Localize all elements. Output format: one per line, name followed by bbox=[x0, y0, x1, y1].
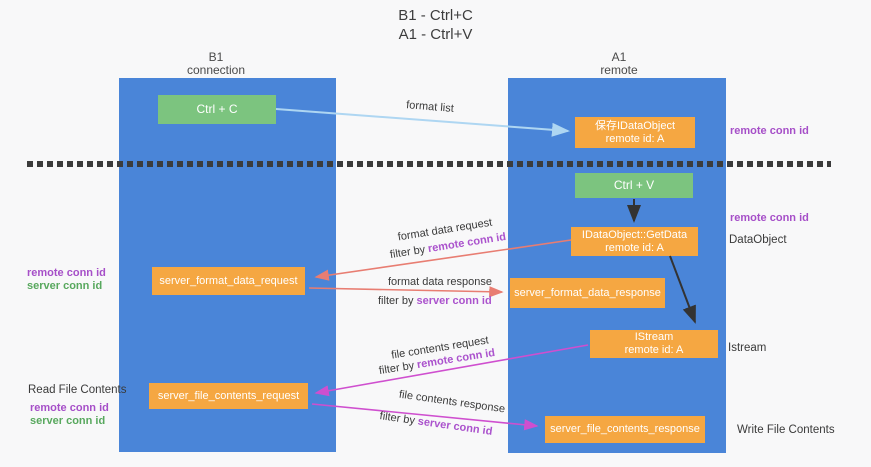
ctrl-v-label: Ctrl + V bbox=[613, 178, 655, 192]
lane-a1-role: remote bbox=[600, 63, 638, 77]
server-conn-id-key: server conn id bbox=[416, 295, 492, 307]
node-server-format-data-request: server_format_data_request bbox=[152, 267, 305, 295]
server-file-contents-response-label: server_file_contents_response bbox=[550, 423, 700, 435]
server-conn-id-key: server conn id bbox=[416, 415, 494, 438]
server-format-data-request-label: server_format_data_request bbox=[159, 274, 298, 287]
annotation-read-file-contents: Read File Contents bbox=[28, 384, 127, 396]
flow-format-data-response: format data response bbox=[388, 276, 492, 288]
lane-a1-name: A1 bbox=[611, 50, 627, 64]
node-save-idataobject: 保存IDataObject remote id: A bbox=[575, 117, 695, 148]
flow-file-contents-response-filter: filter byserver conn id bbox=[372, 409, 500, 439]
annotation-dataobject: DataObject bbox=[729, 234, 787, 246]
istream-line1: IStream bbox=[634, 331, 674, 343]
lane-b1-role: connection bbox=[186, 63, 246, 77]
node-ctrl-c: Ctrl + C bbox=[158, 95, 276, 124]
flow-file-contents-response: file contents response bbox=[398, 388, 506, 416]
annotation-remote-conn-id-top: remote conn id bbox=[730, 125, 809, 137]
getdata-line1: IDataObject::GetData bbox=[581, 228, 688, 241]
annotation-left-remote-conn-id-file: remote conn id bbox=[30, 402, 109, 414]
filter-by-text: filter by bbox=[389, 243, 427, 262]
arrow-format-data-response bbox=[308, 286, 504, 298]
server-file-contents-request-label: server_file_contents_request bbox=[157, 389, 300, 402]
istream-line2: remote id: A bbox=[624, 344, 684, 356]
lane-header-b1: B1 connection bbox=[166, 51, 266, 77]
diagram-title: B1 - Ctrl+C A1 - Ctrl+V bbox=[0, 6, 871, 44]
node-ctrl-v: Ctrl + V bbox=[575, 173, 693, 198]
node-server-file-contents-request: server_file_contents_request bbox=[149, 383, 308, 409]
lane-header-a1: A1 remote bbox=[569, 51, 669, 77]
flow-format-list: format list bbox=[405, 99, 455, 115]
server-format-data-response-label: server_format_data_response bbox=[514, 286, 661, 299]
ctrl-c-label: Ctrl + C bbox=[196, 102, 238, 116]
annotation-remote-conn-id-mid: remote conn id bbox=[730, 212, 809, 224]
getdata-line2: remote id: A bbox=[605, 241, 664, 254]
filter-by-text: filter by bbox=[378, 359, 416, 378]
title-line-1: B1 - Ctrl+C bbox=[398, 7, 473, 24]
annotation-left-server-conn-id-file: server conn id bbox=[30, 415, 106, 427]
annotation-left-remote-conn-id-format: remote conn id bbox=[27, 267, 106, 279]
node-istream: IStream remote id: A bbox=[590, 330, 718, 358]
save-idataobject-line2: remote id: A bbox=[605, 132, 665, 145]
annotation-write-file-contents: Write File Contents bbox=[737, 424, 835, 436]
annotation-istream: Istream bbox=[728, 342, 767, 354]
node-server-file-contents-response: server_file_contents_response bbox=[545, 416, 705, 443]
save-idataobject-line1: 保存IDataObject bbox=[594, 119, 676, 132]
annotation-left-server-conn-id-format: server conn id bbox=[27, 280, 103, 292]
dashed-divider bbox=[27, 161, 831, 167]
filter-by-text: filter by bbox=[378, 295, 414, 307]
node-server-format-data-response: server_format_data_response bbox=[510, 278, 665, 308]
title-line-2: A1 - Ctrl+V bbox=[398, 26, 473, 43]
node-idataobject-getdata: IDataObject::GetData remote id: A bbox=[571, 227, 698, 256]
lane-b1-name: B1 bbox=[208, 50, 224, 64]
filter-by-text: filter by bbox=[378, 410, 416, 427]
